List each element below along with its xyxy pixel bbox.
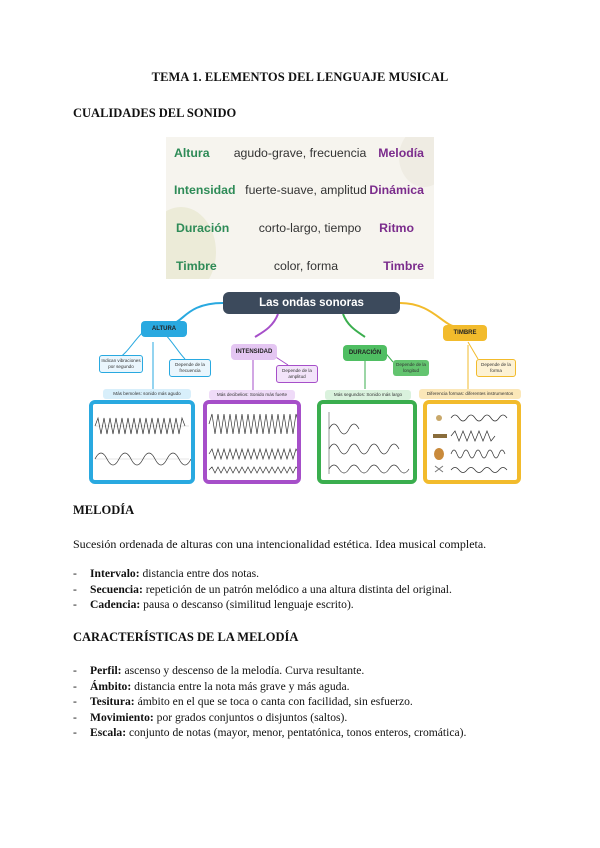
summary-duracion: Más segundos: Sonido más largo — [325, 390, 411, 400]
wave-box-intensidad — [203, 400, 301, 484]
section-heading-melodia: MELODÍA — [73, 503, 135, 517]
term-text: por grados conjuntos o disjuntos (saltos… — [153, 710, 348, 724]
tag-amplitude: Depende de la amplitud — [276, 365, 318, 383]
list-item: -Movimiento: por grados conjuntos o disj… — [73, 710, 348, 724]
melody-terms-list: -Intervalo: distancia entre dos notas. -… — [73, 566, 452, 613]
term-text: ámbito en el que se toca o canta con fac… — [134, 695, 413, 708]
term-text: distancia entre la nota más grave y más … — [131, 679, 350, 693]
quality-description: fuerte-suave, amplitud — [245, 183, 367, 197]
tag-vibrations: Indican vibraciones por segundo — [99, 355, 143, 373]
tag-frequency: Depende de la frecuencia — [169, 359, 211, 377]
waveform-illustration — [94, 416, 192, 466]
melody-definition: Sucesión ordenada de alturas con una int… — [73, 537, 487, 551]
summary-altura: Más bemoles: sonido más agudo — [103, 389, 191, 399]
section-heading-caracteristicas: CARACTERÍSTICAS DE LA MELODÍA — [73, 630, 299, 644]
document-title: TEMA 1. ELEMENTOS DEL LENGUAJE MUSICAL — [151, 70, 449, 84]
term-text: conjunto de notas (mayor, menor, pentató… — [126, 726, 467, 739]
branch-intensidad: INTENSIDAD — [231, 344, 277, 360]
quality-name: Altura — [174, 146, 210, 160]
branch-duracion: DURACIÓN — [343, 345, 387, 361]
branch-altura: ALTURA — [141, 321, 187, 337]
term-text: distancia entre dos notas. — [139, 567, 260, 580]
waveform-illustration — [433, 414, 508, 473]
list-item: -Intervalo: distancia entre dos notas. — [73, 567, 260, 580]
quality-description: color, forma — [273, 259, 339, 273]
term-text: ascenso y descenso de la melodía. Curva … — [121, 664, 365, 677]
waveform-illustration — [328, 412, 410, 474]
branch-timbre: TIMBRE — [443, 325, 487, 341]
quality-description: agudo-grave, frecuencia — [233, 146, 367, 160]
quality-name: Timbre — [176, 259, 217, 273]
term: Perfil: — [90, 664, 122, 677]
quality-name: Duración — [176, 221, 230, 235]
term: Escala: — [90, 726, 127, 739]
quality-row: Duración corto-largo, tiempo Ritmo — [166, 221, 434, 241]
quality-row: Altura agudo-grave, frecuencia Melodía — [166, 146, 434, 166]
sound-waves-mindmap: Las ondas sonoras ALTURA Indican vibraci… — [73, 287, 525, 489]
list-item: -Tesitura: ámbito en el que se toca o ca… — [73, 695, 413, 708]
term: Cadencia: — [90, 598, 141, 611]
term: Ámbito: — [90, 679, 132, 693]
summary-timbre: Diferencia formas: diferentes instrument… — [419, 389, 521, 399]
quality-name: Intensidad — [174, 183, 236, 197]
list-item: -Escala: conjunto de notas (mayor, menor… — [73, 726, 467, 739]
sound-qualities-image: Altura agudo-grave, frecuencia Melodía I… — [166, 137, 434, 279]
term: Movimiento: — [90, 710, 154, 724]
musical-element: Ritmo — [379, 221, 414, 235]
term: Tesitura: — [90, 695, 135, 708]
term-text: repetición de un patrón melódico a una a… — [142, 582, 452, 596]
musical-element: Melodía — [378, 146, 424, 160]
wave-box-altura — [89, 400, 195, 484]
term: Intervalo: — [90, 567, 140, 580]
list-item: -Cadencia: pausa o descanso (similitud l… — [73, 598, 354, 611]
section-heading-cualidades: CUALIDADES DEL SONIDO — [73, 106, 237, 120]
musical-element: Dinámica — [369, 183, 424, 197]
mindmap-title: Las ondas sonoras — [223, 292, 400, 314]
quality-row: Intensidad fuerte-suave, amplitud Dinámi… — [166, 183, 434, 203]
summary-intensidad: Más decibelios: Sonido más fuerte — [209, 390, 295, 400]
list-item: -Secuencia: repetición de un patrón meló… — [73, 582, 452, 596]
waveform-illustration — [208, 413, 300, 474]
wave-box-timbre — [423, 400, 521, 484]
list-item: -Perfil: ascenso y descenso de la melodí… — [73, 664, 365, 677]
quality-description: corto-largo, tiempo — [258, 221, 362, 235]
characteristics-list: -Perfil: ascenso y descenso de la melodí… — [73, 663, 466, 741]
list-item: -Ámbito: distancia entre la nota más gra… — [73, 679, 350, 693]
term: Secuencia: — [90, 582, 143, 596]
wave-box-duracion — [317, 400, 417, 484]
term-text: pausa o descanso (similitud lenguaje esc… — [140, 598, 354, 611]
musical-element: Timbre — [383, 259, 424, 273]
quality-row: Timbre color, forma Timbre — [166, 259, 434, 279]
tag-shape: Depende de la forma — [476, 359, 516, 377]
tag-length: Depende de la longitud — [393, 360, 429, 376]
